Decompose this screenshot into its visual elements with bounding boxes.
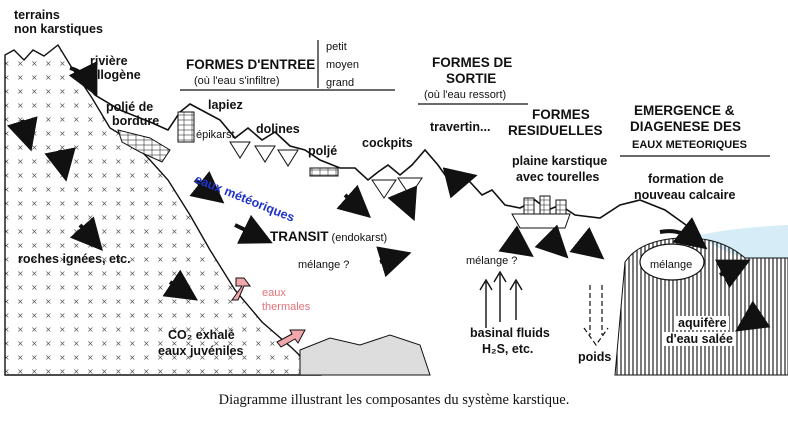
label-basinal-fluids: basinal fluids: [470, 326, 550, 340]
label-transit: TRANSIT: [270, 229, 329, 244]
sea: [700, 225, 788, 258]
melange-lens: [639, 243, 705, 281]
flow-arrows: [6, 60, 771, 332]
label-petit: petit: [326, 41, 347, 53]
title-formes-entree: FORMES D'ENTREE: [186, 57, 316, 72]
subtitle-ou-infiltre: (où l'eau s'infiltre): [194, 75, 280, 87]
label-epikarst: épikarst: [196, 129, 235, 141]
label-eaux-juveniles: eaux juvéniles: [158, 344, 244, 358]
label-riviere: rivière: [90, 54, 128, 68]
title-residuelles: RESIDUELLES: [508, 123, 603, 138]
label-melange-q1: mélange ?: [298, 259, 350, 271]
label-eau-salee: d'eau salée: [664, 332, 735, 346]
label-polje-de: poljé de: [106, 100, 154, 114]
label-plaine-karstique: plaine karstique: [512, 154, 608, 168]
figure-caption: Diagramme illustrant les composantes du …: [218, 392, 570, 408]
polje-bordure-sediment: [117, 129, 171, 163]
title-eaux-meteoriques: EAUX METEORIQUES: [632, 139, 747, 151]
label-h2s-etc: H₂S, etc.: [482, 342, 534, 356]
label-bordure: bordure: [112, 114, 160, 128]
label-transit-group: TRANSIT (endokarst): [270, 230, 387, 245]
label-moyen: moyen: [326, 59, 360, 71]
title-formes: FORMES: [532, 107, 590, 122]
label-melange-q2: mélange ?: [466, 255, 518, 267]
label-allogene: allogène: [90, 68, 141, 82]
label-lapiez: lapiez: [208, 98, 243, 112]
title-diagenese: DIAGENESE DES: [630, 119, 742, 134]
title-formes-de: FORMES DE: [432, 55, 513, 70]
label-endokarst: (endokarst): [328, 232, 388, 244]
label-polje: poljé: [308, 144, 338, 158]
title-sortie: SORTIE: [446, 71, 497, 86]
label-avec-tourelles: avec tourelles: [516, 170, 600, 184]
karst-surface: [71, 67, 701, 236]
label-thermales: thermales: [262, 301, 311, 313]
label-poids: poids: [578, 350, 612, 364]
label-co2-exhale: CO₂ exhalé: [168, 328, 235, 342]
label-non-karstiques: non karstiques: [14, 22, 103, 36]
label-melange: mélange: [650, 259, 693, 271]
label-travertin: travertin...: [430, 120, 491, 134]
label-aquifere: aquifère: [676, 316, 729, 330]
label-roches-ignees: roches ignées, etc.: [18, 252, 131, 266]
label-eaux: eaux: [262, 287, 286, 299]
label-nouveau-calcaire: nouveau calcaire: [634, 188, 736, 202]
label-terrains: terrains: [14, 8, 60, 22]
label-dolines: dolines: [256, 122, 300, 136]
label-cockpits: cockpits: [362, 136, 413, 150]
label-grand: grand: [326, 77, 355, 89]
title-emergence: EMERGENCE &: [634, 103, 735, 118]
label-formation-de: formation de: [648, 172, 724, 186]
subtitle-ou-ressort: (où l'eau ressort): [424, 89, 507, 101]
dolines-cones: [229, 141, 299, 167]
